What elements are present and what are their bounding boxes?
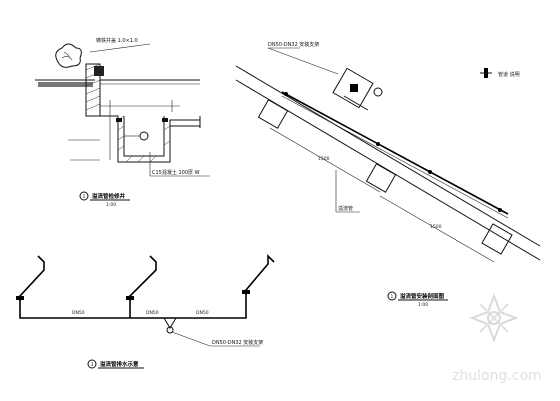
svg-text:3: 3 <box>91 362 94 368</box>
drawing2-scale: 1:00 <box>106 202 116 208</box>
legend-symbol: 管道 说明 <box>480 68 520 78</box>
valve-assembly <box>332 67 383 111</box>
schematic-pipe-run <box>19 254 275 319</box>
svg-text:2: 2 <box>83 194 86 200</box>
watermark-text: zhulong.com <box>452 368 542 384</box>
svg-text:1: 1 <box>391 294 394 300</box>
dimension-line-2 <box>379 195 495 263</box>
drawing3-number-circle <box>87 359 97 369</box>
overflow-pipe <box>281 91 509 215</box>
pipe-label-1: DN50 <box>72 310 85 316</box>
pipe-label-2: DN50 <box>146 310 159 316</box>
schematic-branch-2 <box>129 255 157 318</box>
pipe-section <box>139 131 149 141</box>
footing-1 <box>257 99 289 129</box>
callout-bottom-text: C15混凝土 100厚 W <box>152 169 200 176</box>
shrub-symbol <box>55 43 82 68</box>
callout-leader-valve <box>267 47 339 75</box>
slope-section-drawing: 1500 1500 DN50-DN32 安装支架 溢流管 管道 说明 1 溢流管… <box>235 41 541 308</box>
callout-top-text: 铸铁井盖 1.0×1.0 <box>96 37 138 44</box>
drawing3-title: 溢流管排水示意 <box>100 360 139 368</box>
callout-leader-top <box>89 43 151 53</box>
drawing2-number-circle <box>79 191 89 201</box>
drainage-schematic: DN50 DN50 DN50 DN50-DN32 安装支架 3 溢流管排水示意 <box>16 254 275 369</box>
drawing1-scale: 1:00 <box>418 302 428 308</box>
outlet-symbol <box>163 317 177 329</box>
callout-leader-schematic <box>171 331 211 347</box>
pit-section-drawing: 铸铁井盖 1.0×1.0 C15混凝土 100厚 W 2 溢流管检修井 1:00 <box>35 37 210 208</box>
drawing2-title: 溢流管检修井 <box>92 192 126 200</box>
callout-schematic-text: DN50-DN32 安装支架 <box>212 339 263 346</box>
wall-cap <box>94 66 104 76</box>
footing-3 <box>481 223 513 255</box>
dimension-line-1 <box>269 127 381 193</box>
dimension-low: 1500 <box>430 224 442 230</box>
watermark-logo <box>469 293 519 343</box>
legend-text: 管道 说明 <box>498 71 520 78</box>
pipe-label-3: DN50 <box>196 310 209 316</box>
drawing1-number-circle <box>387 291 397 301</box>
callout-pipe-text: 溢流管 <box>338 205 353 212</box>
callout-valve-text: DN50-DN32 安装支架 <box>268 41 319 48</box>
retaining-wall <box>85 63 101 117</box>
dimension-mid: 1500 <box>318 156 330 162</box>
footing-2 <box>365 163 397 193</box>
slope-line-upper <box>235 65 541 247</box>
drawing1-title: 溢流管安装剖面图 <box>400 292 445 300</box>
gravel-layer <box>38 82 93 87</box>
watermark: zhulong.com <box>452 293 542 384</box>
